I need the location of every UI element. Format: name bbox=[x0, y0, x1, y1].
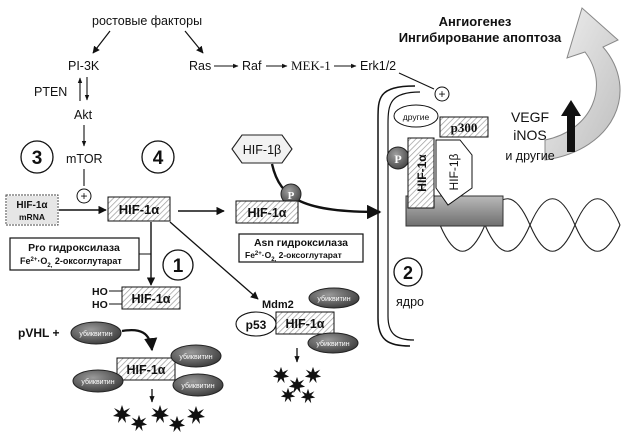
other-factors-label: другие bbox=[403, 112, 430, 122]
nuclear-membrane bbox=[377, 85, 416, 347]
number-4: 4 bbox=[153, 148, 164, 169]
mtor-plus-sign bbox=[76, 188, 92, 204]
ubiquitin-oval-left bbox=[72, 369, 124, 393]
degradation-fragment-icon bbox=[113, 405, 131, 423]
ub-hif1a-box bbox=[116, 357, 176, 381]
pro-hydroxylase-label: Pro гидроксилаза bbox=[28, 242, 120, 254]
number-3: 3 bbox=[32, 148, 43, 169]
ho-label-1: HO bbox=[92, 286, 108, 298]
nucleus-number-2-circle bbox=[393, 257, 423, 287]
asn-cofactors-label: Fe2+·O2, 2-оксоглутарат bbox=[245, 250, 342, 263]
raf-label: Raf bbox=[242, 59, 262, 73]
degradation-fragment-icon bbox=[151, 405, 169, 423]
nuclear-hif1a-box bbox=[407, 137, 435, 209]
mrna-hif1a-label: HIF-1α bbox=[16, 200, 48, 211]
nuclear-hif1b-label: HIF-1β bbox=[447, 153, 461, 190]
pvhl-label: pVHL + bbox=[18, 326, 59, 340]
ubiquitin-label-left: убиквитин bbox=[81, 378, 114, 386]
erk-plus-text: + bbox=[438, 87, 445, 101]
ras-label: Ras bbox=[189, 59, 211, 73]
degradation-fragment-icon bbox=[130, 414, 148, 432]
degradation-fragment-icon bbox=[304, 366, 322, 384]
erk-plus-sign bbox=[434, 86, 450, 102]
mrna-label: mRNA bbox=[19, 212, 45, 222]
arrow-hif1a-to-mdm2 bbox=[169, 221, 259, 300]
nuclear-hif1a-label: HIF-1α bbox=[415, 154, 429, 192]
hif1b-cytoplasm-hexagon bbox=[231, 134, 293, 164]
hydroxylated-hif1a-label: HIF-1α bbox=[132, 292, 171, 306]
degradation-fragment-icon bbox=[187, 406, 205, 424]
p300-box bbox=[439, 116, 489, 138]
other-genes-label: и другие bbox=[505, 149, 554, 163]
inos-label: iNOS bbox=[513, 127, 546, 143]
hif1a-main-box bbox=[107, 196, 171, 222]
other-factors-oval bbox=[393, 104, 439, 128]
ubiquitin-oval-bottom bbox=[172, 373, 224, 397]
pi3k-label: PI-3K bbox=[68, 59, 100, 73]
growth-factors-label: ростовые факторы bbox=[92, 14, 202, 28]
nucleus-number-2: 2 bbox=[403, 263, 413, 283]
pro-cofactors-label: Fe2+·O2, 2-оксоглутарат bbox=[20, 256, 122, 269]
cytoplasm-phospho-p-label: P bbox=[288, 190, 295, 202]
vegf-label: VEGF bbox=[511, 109, 549, 125]
akt-label: Akt bbox=[74, 108, 93, 122]
hif1a-mdm2-label: HIF-1α bbox=[286, 317, 325, 331]
ubiquitin-label-right: убиквитин bbox=[179, 353, 212, 361]
arrow-gf-ras bbox=[184, 30, 204, 54]
number-1: 1 bbox=[173, 256, 184, 277]
hif1a-mdm2-box bbox=[275, 311, 335, 335]
hif1a-middle-box bbox=[235, 200, 299, 224]
pten-label: PTEN bbox=[34, 85, 67, 99]
degradation-fragment-icon bbox=[300, 388, 316, 404]
degradation-fragment-icon bbox=[280, 387, 296, 403]
p300-label: p300 bbox=[451, 120, 478, 135]
ubiquitin-oval-pvhl bbox=[70, 321, 122, 345]
mdm2-label: Mdm2 bbox=[262, 299, 294, 311]
angiogenesis-label: Ангиогенез bbox=[439, 14, 512, 29]
number-1-circle bbox=[162, 249, 194, 281]
asn-hydroxylase-label: Asn гидроксилаза bbox=[254, 237, 348, 249]
ubiquitin-label-mdm2-bottom: убиквитин bbox=[316, 340, 349, 348]
curved-output-arrow bbox=[544, 7, 621, 161]
erk-label: Erk1/2 bbox=[360, 59, 396, 73]
hif1b-cytoplasm-label: HIF-1β bbox=[243, 143, 281, 157]
asn-hydroxylase-box bbox=[238, 233, 364, 263]
gene-up-arrow bbox=[561, 100, 581, 152]
mtor-plus-text: + bbox=[80, 189, 87, 203]
dna-strand-2 bbox=[439, 198, 621, 252]
line-erk-plus bbox=[398, 72, 435, 90]
arrow-gf-pi3k bbox=[92, 30, 111, 54]
degradation-fragment-icon bbox=[168, 415, 186, 433]
ubiquitin-oval-right bbox=[170, 344, 222, 368]
pro-hydroxylase-box bbox=[9, 237, 140, 271]
p53-label: p53 bbox=[246, 318, 267, 332]
mek1-label: MEK-1 bbox=[291, 58, 331, 73]
ubiquitin-label-mdm2-top: убиквитин bbox=[317, 295, 350, 303]
ub-hif1a-label: HIF-1α bbox=[127, 363, 166, 377]
hif1a-mrna-fill bbox=[7, 196, 57, 224]
hif1a-middle-label: HIF-1α bbox=[248, 206, 287, 220]
ubiquitin-label-bottom: убиквитин bbox=[181, 382, 214, 390]
hif1a-main-label: HIF-1α bbox=[119, 202, 160, 217]
hif1b-import-path bbox=[270, 163, 382, 220]
ubiquitin-oval-mdm2-top bbox=[308, 287, 360, 309]
ho-label-2: HO bbox=[92, 299, 108, 311]
number-3-circle bbox=[20, 140, 54, 174]
nucleus-label: ядро bbox=[396, 295, 424, 309]
ubiquitin-label-pvhl: убиквитин bbox=[79, 330, 112, 338]
apoptosis-inhibition-label: Ингибирование апоптоза bbox=[399, 30, 562, 45]
arrow-ubiquitination bbox=[121, 329, 158, 352]
number-4-circle bbox=[141, 140, 175, 174]
degradation-fragment-icon bbox=[288, 376, 306, 394]
hydroxylated-hif1a-box bbox=[121, 286, 181, 310]
nuclear-hif1b-shape bbox=[435, 139, 473, 206]
degradation-fragment-icon bbox=[272, 366, 290, 384]
ubiquitin-oval-mdm2-bottom bbox=[307, 332, 359, 354]
mtor-label: mTOR bbox=[66, 152, 103, 166]
nuclear-membrane-inner bbox=[387, 91, 421, 341]
nuclear-phospho-p-label: P bbox=[394, 152, 401, 166]
